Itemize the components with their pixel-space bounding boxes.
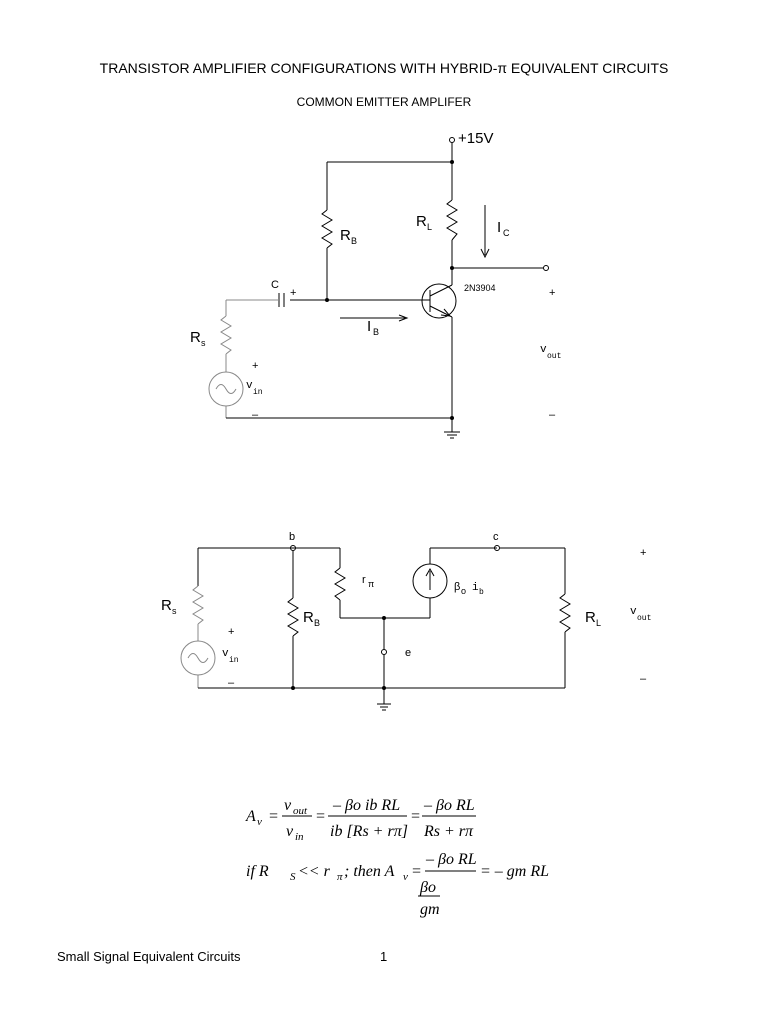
svg-text:π: π	[337, 871, 343, 883]
svg-text:L: L	[427, 222, 432, 232]
svg-text:π: π	[368, 579, 374, 589]
svg-text:out: out	[293, 805, 308, 817]
rb-resistor	[321, 209, 333, 249]
footer-text: Small Signal Equivalent Circuits	[57, 949, 241, 964]
eq1-f2-num: – βo ib RL	[332, 797, 400, 814]
svg-text:=: =	[410, 808, 421, 825]
node-b-terminal	[290, 545, 296, 551]
rb-eq-resistor	[287, 597, 299, 637]
svg-text:in: in	[253, 388, 263, 397]
rs-eq-label: R	[161, 597, 172, 614]
transistor-label: 2N3904	[464, 283, 496, 293]
svg-text:s: s	[201, 338, 206, 348]
gain-equations: A v = v out v in = – βo ib RL ib [Rs + r…	[245, 797, 549, 918]
svg-text:C: C	[503, 228, 510, 238]
vin-minus: –	[252, 409, 259, 421]
source-label: β	[454, 581, 460, 593]
transistor-symbol	[421, 283, 457, 319]
svg-text:<< r: << r	[298, 863, 331, 880]
capacitor-plus: +	[290, 287, 296, 299]
ib-label: I	[367, 318, 371, 335]
svg-text:out: out	[637, 614, 651, 623]
svg-text:=: =	[411, 863, 422, 880]
rl-eq-resistor	[559, 593, 571, 633]
eq2-inner-num: βo	[419, 879, 436, 896]
output-terminal	[543, 265, 549, 271]
rs-label: R	[190, 329, 201, 346]
eq1-f1-den: v	[286, 823, 294, 840]
svg-text:v: v	[257, 816, 262, 828]
svg-text:s: s	[172, 606, 177, 616]
vin-label: v	[246, 380, 253, 392]
rb-eq-label: R	[303, 609, 314, 626]
vin-eq-label: v	[222, 648, 229, 660]
common-emitter-schematic: +15V R B R L I C C + 2N3904 I B R s + v …	[190, 130, 561, 439]
svg-text:=: =	[268, 808, 279, 825]
eq1-f3-num: – βo RL	[423, 797, 475, 814]
svg-text:v: v	[403, 871, 408, 883]
capacitor-label: C	[271, 279, 279, 291]
svg-text:B: B	[351, 236, 357, 246]
rpi-label: r	[362, 574, 366, 586]
eq2-result: = – gm RL	[480, 863, 549, 880]
node-b-label: b	[289, 531, 295, 543]
supply-label: +15V	[458, 130, 493, 147]
vout-plus: +	[549, 287, 555, 299]
svg-text:B: B	[314, 618, 320, 628]
vin-eq-plus: +	[228, 626, 234, 638]
rl-label: R	[416, 213, 427, 230]
supply-terminal	[449, 137, 455, 143]
svg-text:in: in	[229, 656, 239, 665]
eq1-f3-den: Rs + rπ	[423, 823, 474, 840]
rl-eq-label: R	[585, 609, 596, 626]
vout-eq-minus: –	[640, 673, 647, 685]
rb-label: R	[340, 227, 351, 244]
eq1-f2-den: ib [Rs + rπ]	[330, 823, 408, 840]
rl-resistor	[446, 199, 458, 241]
svg-text:o: o	[461, 586, 466, 596]
vout-minus: –	[549, 409, 556, 421]
hybrid-pi-schematic: b c e r π β o i b R s R B R L + v in – +…	[161, 531, 651, 711]
rs-resistor	[220, 315, 232, 355]
eq2-prefix: if R	[246, 863, 269, 880]
svg-text:i: i	[472, 582, 479, 594]
vout-eq-label: v	[630, 606, 637, 618]
vin-plus: +	[252, 360, 258, 372]
page-title: TRANSISTOR AMPLIFIER CONFIGURATIONS WITH…	[99, 60, 669, 76]
node-e-label: e	[405, 647, 411, 659]
vout-eq-plus: +	[640, 547, 646, 559]
svg-text:L: L	[596, 618, 601, 628]
svg-text:b: b	[479, 588, 484, 597]
svg-text:=: =	[315, 808, 326, 825]
svg-text:out: out	[547, 352, 561, 361]
ic-label: I	[497, 219, 501, 236]
vout-label: v	[540, 344, 547, 356]
rs-eq-resistor	[192, 585, 204, 625]
eq1-lhs: A	[245, 808, 256, 825]
node-c-terminal	[494, 545, 500, 551]
node-c-label: c	[493, 531, 499, 543]
eq2-frac-num: – βo RL	[425, 851, 477, 868]
svg-text:S: S	[290, 871, 296, 883]
eq2-inner-den: gm	[420, 901, 440, 918]
vin-eq-minus: –	[228, 677, 235, 689]
svg-text:; then A: ; then A	[344, 863, 395, 880]
page-subtitle: COMMON EMITTER AMPLIFER	[296, 95, 472, 109]
node-e-terminal	[381, 649, 387, 655]
rpi-resistor	[334, 567, 346, 601]
eq1-f1-num: v	[284, 797, 292, 814]
svg-text:B: B	[373, 327, 379, 337]
page-number: 1	[380, 949, 388, 964]
svg-text:in: in	[295, 831, 304, 843]
